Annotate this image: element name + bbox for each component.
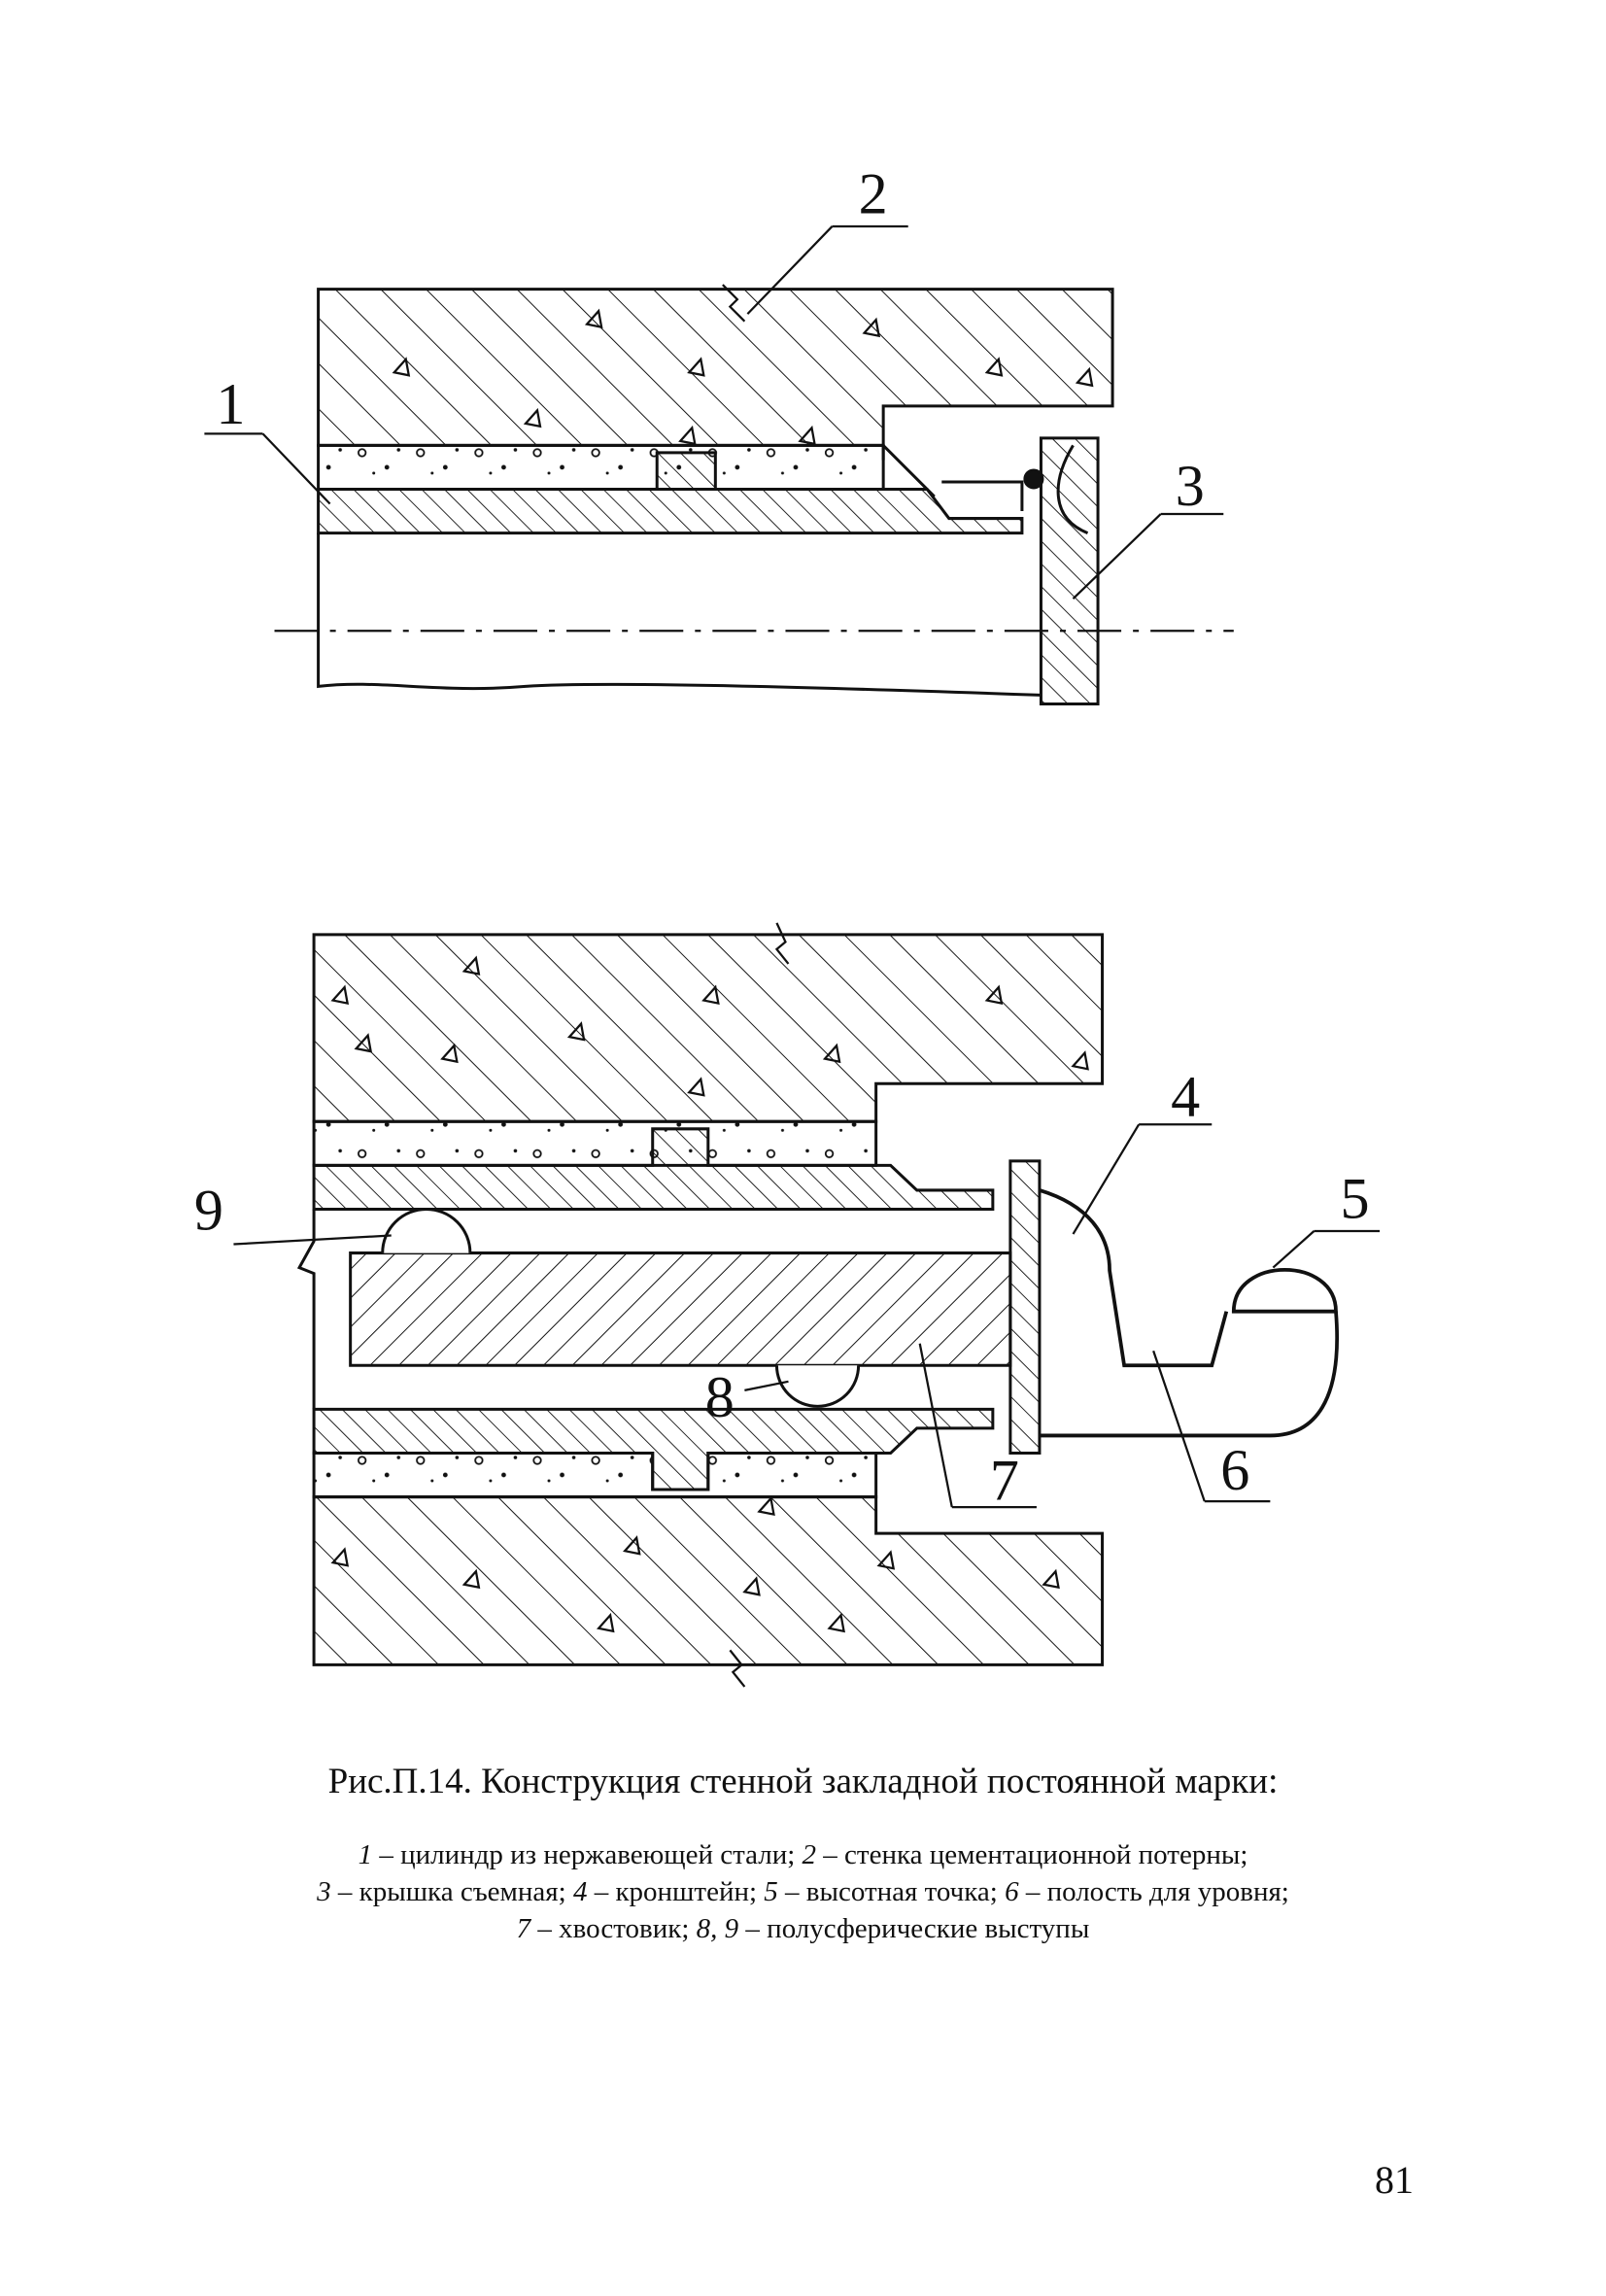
label-6: 6: [1220, 1438, 1249, 1503]
legend-num: 3: [317, 1876, 331, 1907]
hemisphere-8: [774, 1365, 861, 1408]
legend-num: 6: [1005, 1876, 1019, 1907]
page-number: 81: [1375, 2158, 1414, 2202]
legend-text: – крышка съемная;: [330, 1876, 573, 1907]
bottom-section-view: [233, 922, 1381, 1688]
legend-num: 4: [572, 1876, 588, 1907]
technical-drawing: 2 1 3 9 4 5 6 7 8: [194, 161, 1381, 1688]
legend-text: – цилиндр из нержавеющей стали;: [372, 1839, 803, 1870]
height-point-5: [1231, 1268, 1338, 1314]
bracket-plate-4: [1008, 1159, 1042, 1455]
upper-cylinder: [312, 1127, 995, 1211]
legend-num: 7: [516, 1913, 531, 1944]
bore: [317, 532, 1042, 697]
label-5: 5: [1341, 1166, 1370, 1231]
lower-mortar: [312, 1451, 878, 1499]
legend-text: – стенка цементационной потерны;: [816, 1839, 1248, 1870]
legend-text: – хвостовик;: [530, 1913, 697, 1944]
legend-line-2: 3 – крышка съемная; 4 – кронштейн; 5 – в…: [0, 1876, 1606, 1908]
shank-7: [349, 1251, 1012, 1367]
bracket-4: [1039, 1188, 1229, 1368]
top-section-view: [204, 224, 1234, 705]
label-9: 9: [194, 1179, 223, 1244]
label-8: 8: [705, 1365, 735, 1430]
legend-num: 2: [802, 1839, 817, 1870]
upper-concrete-wall: [312, 933, 1105, 1123]
legend-num: 1: [358, 1839, 373, 1870]
label-2: 2: [859, 161, 888, 226]
mortar-layer: [317, 443, 885, 492]
lower-concrete-wall: [312, 1495, 1105, 1666]
legend-text: – высотная точка;: [777, 1876, 1006, 1907]
legend-line-1: 1 – цилиндр из нержавеющей стали; 2 – ст…: [0, 1839, 1606, 1871]
legend-num: 8, 9: [696, 1913, 739, 1944]
label-7: 7: [990, 1449, 1019, 1514]
legend-text: – кронштейн;: [587, 1876, 765, 1907]
legend-line-3: 7 – хвостовик; 8, 9 – полусферические вы…: [0, 1913, 1606, 1945]
upper-mortar: [312, 1119, 878, 1167]
hemisphere-9: [381, 1207, 472, 1253]
legend-num: 5: [764, 1876, 778, 1907]
cover: [1039, 436, 1100, 705]
legend-text: – полость для уровня;: [1018, 1876, 1289, 1907]
figure-caption-title: Рис.П.14. Конструкция стенной закладной …: [327, 1762, 1279, 1801]
legend-text: – полусферические выступы: [738, 1913, 1090, 1944]
concrete-wall: [317, 288, 1114, 447]
label-1: 1: [216, 372, 245, 437]
label-4: 4: [1171, 1064, 1200, 1129]
label-3: 3: [1176, 454, 1205, 519]
